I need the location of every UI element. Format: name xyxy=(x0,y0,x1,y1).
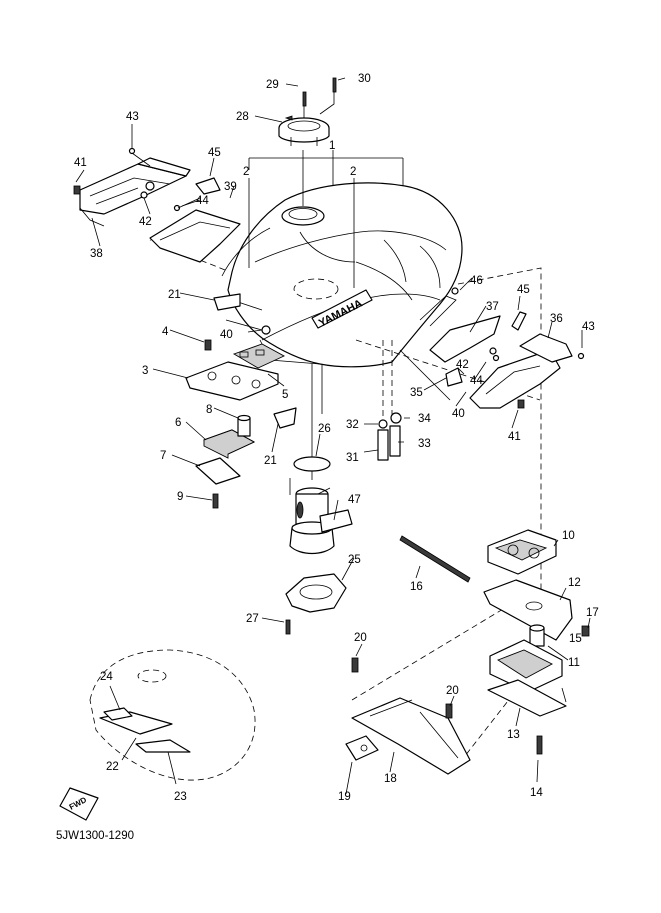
rear-mount-assembly xyxy=(345,529,590,775)
callout-12: 12 xyxy=(568,577,581,589)
seat-outline xyxy=(89,649,256,781)
callout-26: 26 xyxy=(318,423,331,435)
callout-19: 19 xyxy=(338,791,351,803)
callout-23: 23 xyxy=(174,791,187,803)
callout-47: 47 xyxy=(348,494,361,506)
callout-3: 3 xyxy=(142,365,148,377)
front-bracket-assembly xyxy=(185,293,297,509)
callout-20-right: 20 xyxy=(446,685,459,697)
callout-21-top: 21 xyxy=(168,289,181,301)
callout-37: 37 xyxy=(486,301,499,313)
callout-9: 9 xyxy=(177,491,183,503)
callout-25: 25 xyxy=(348,554,361,566)
callout-29: 29 xyxy=(266,79,279,91)
callout-30: 30 xyxy=(358,73,371,85)
callout-27: 27 xyxy=(246,613,259,625)
callout-40-right: 40 xyxy=(452,408,465,420)
callout-43-left: 43 xyxy=(126,111,139,123)
fuel-tank: YAMAHA xyxy=(221,182,463,368)
callout-13: 13 xyxy=(507,729,520,741)
callout-20-left: 20 xyxy=(354,632,367,644)
leader-lines xyxy=(75,77,591,795)
callout-41-left: 41 xyxy=(74,157,87,169)
callout-24: 24 xyxy=(100,671,113,683)
callout-35: 35 xyxy=(410,387,423,399)
callout-numbers: 1 2 2 3 4 5 6 7 8 9 10 11 12 13 14 15 16… xyxy=(74,73,599,803)
callout-4: 4 xyxy=(162,326,169,338)
callout-5: 5 xyxy=(282,389,288,401)
callout-46: 46 xyxy=(470,275,483,287)
callout-34: 34 xyxy=(418,413,431,425)
small-hoses xyxy=(377,367,463,461)
callout-1: 1 xyxy=(329,140,335,152)
fuel-pump xyxy=(285,456,353,635)
callout-8: 8 xyxy=(206,404,212,416)
right-side-cover xyxy=(429,287,585,409)
callout-31: 31 xyxy=(346,452,359,464)
callout-43-right: 43 xyxy=(582,321,595,333)
callout-10: 10 xyxy=(562,530,575,542)
callout-45-left: 45 xyxy=(208,147,221,159)
callout-6: 6 xyxy=(175,417,181,429)
callout-40-left: 40 xyxy=(220,329,233,341)
callout-2-left: 2 xyxy=(243,166,249,178)
callout-45-right: 45 xyxy=(517,284,530,296)
callout-44-right: 44 xyxy=(470,375,483,387)
callout-39: 39 xyxy=(224,181,237,193)
callout-22: 22 xyxy=(106,761,119,773)
callout-42-left: 42 xyxy=(139,216,152,228)
callout-11: 11 xyxy=(568,657,580,669)
callout-14: 14 xyxy=(530,787,543,799)
callout-17: 17 xyxy=(586,607,599,619)
callout-28: 28 xyxy=(236,111,249,123)
callout-15: 15 xyxy=(569,633,582,645)
callout-44-left: 44 xyxy=(196,195,209,207)
callout-7: 7 xyxy=(160,450,166,462)
fuel-cap xyxy=(278,77,337,146)
callout-41-right: 41 xyxy=(508,431,521,443)
diagram-code: 5JW1300-1290 xyxy=(56,830,134,842)
forward-direction-arrow: FWD xyxy=(59,787,99,821)
callout-16: 16 xyxy=(410,581,423,593)
left-side-cover xyxy=(73,147,241,263)
callout-38: 38 xyxy=(90,248,103,260)
callout-32: 32 xyxy=(346,419,359,431)
callout-21-bottom: 21 xyxy=(264,455,277,467)
callout-36: 36 xyxy=(550,313,563,325)
callout-33: 33 xyxy=(418,438,431,450)
callout-18: 18 xyxy=(384,773,397,785)
callout-42-right: 42 xyxy=(456,359,469,371)
callout-2-right: 2 xyxy=(350,166,356,178)
